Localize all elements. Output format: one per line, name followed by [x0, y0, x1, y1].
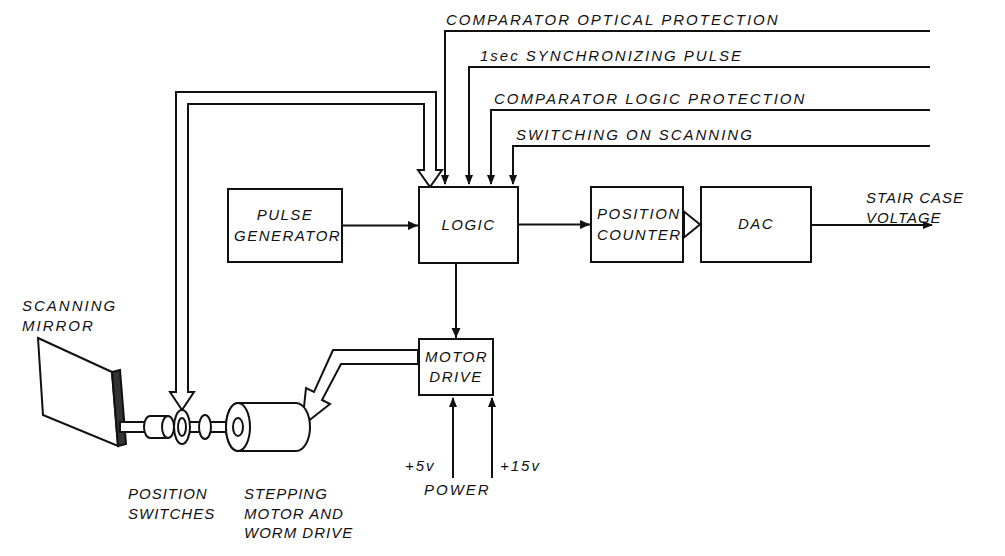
part-name: SCANNING MIRROR: [22, 296, 122, 335]
stepping-motor: [226, 403, 310, 451]
output-name: STAIR CASE VOLTAGE: [866, 188, 1002, 227]
signal-arrow: [452, 264, 461, 338]
drive-bus-arrow: [302, 350, 418, 426]
logic-box: LOGIC: [418, 186, 519, 264]
shaft-and-switches: [120, 410, 240, 444]
dac-box: DAC: [700, 186, 812, 263]
box-label: POSITION COUNTER: [592, 204, 682, 245]
signal-name: COMPARATOR LOGIC PROTECTION: [494, 89, 924, 109]
signal-name: SWITCHING ON SCANNING: [516, 125, 926, 145]
scanning-mirror: [38, 338, 126, 446]
pulse-generator-box: PULSE GENERATOR: [227, 188, 343, 263]
supply-voltage: +15v: [500, 456, 555, 476]
supply-name: POWER: [424, 480, 504, 500]
part-name: STEPPING MOTOR AND WORM DRIVE: [244, 484, 369, 543]
box-label: LOGIC: [420, 215, 517, 235]
signal-arrow: [343, 221, 418, 230]
signal-arrow: [519, 220, 590, 229]
motor-drive-box: MOTOR DRIVE: [418, 338, 494, 396]
part-name: POSITION SWITCHES: [128, 484, 228, 523]
box-label: PULSE GENERATOR: [229, 205, 341, 246]
bus-arrow: [684, 212, 700, 238]
box-label: MOTOR DRIVE: [420, 347, 492, 388]
signal-name: 1sec SYNCHRONIZING PULSE: [480, 46, 920, 66]
signal-name: COMPARATOR OPTICAL PROTECTION: [446, 10, 926, 30]
position-counter-box: POSITION COUNTER: [590, 186, 684, 263]
box-label: DAC: [702, 214, 810, 234]
supply-voltage: +5v: [405, 456, 450, 476]
